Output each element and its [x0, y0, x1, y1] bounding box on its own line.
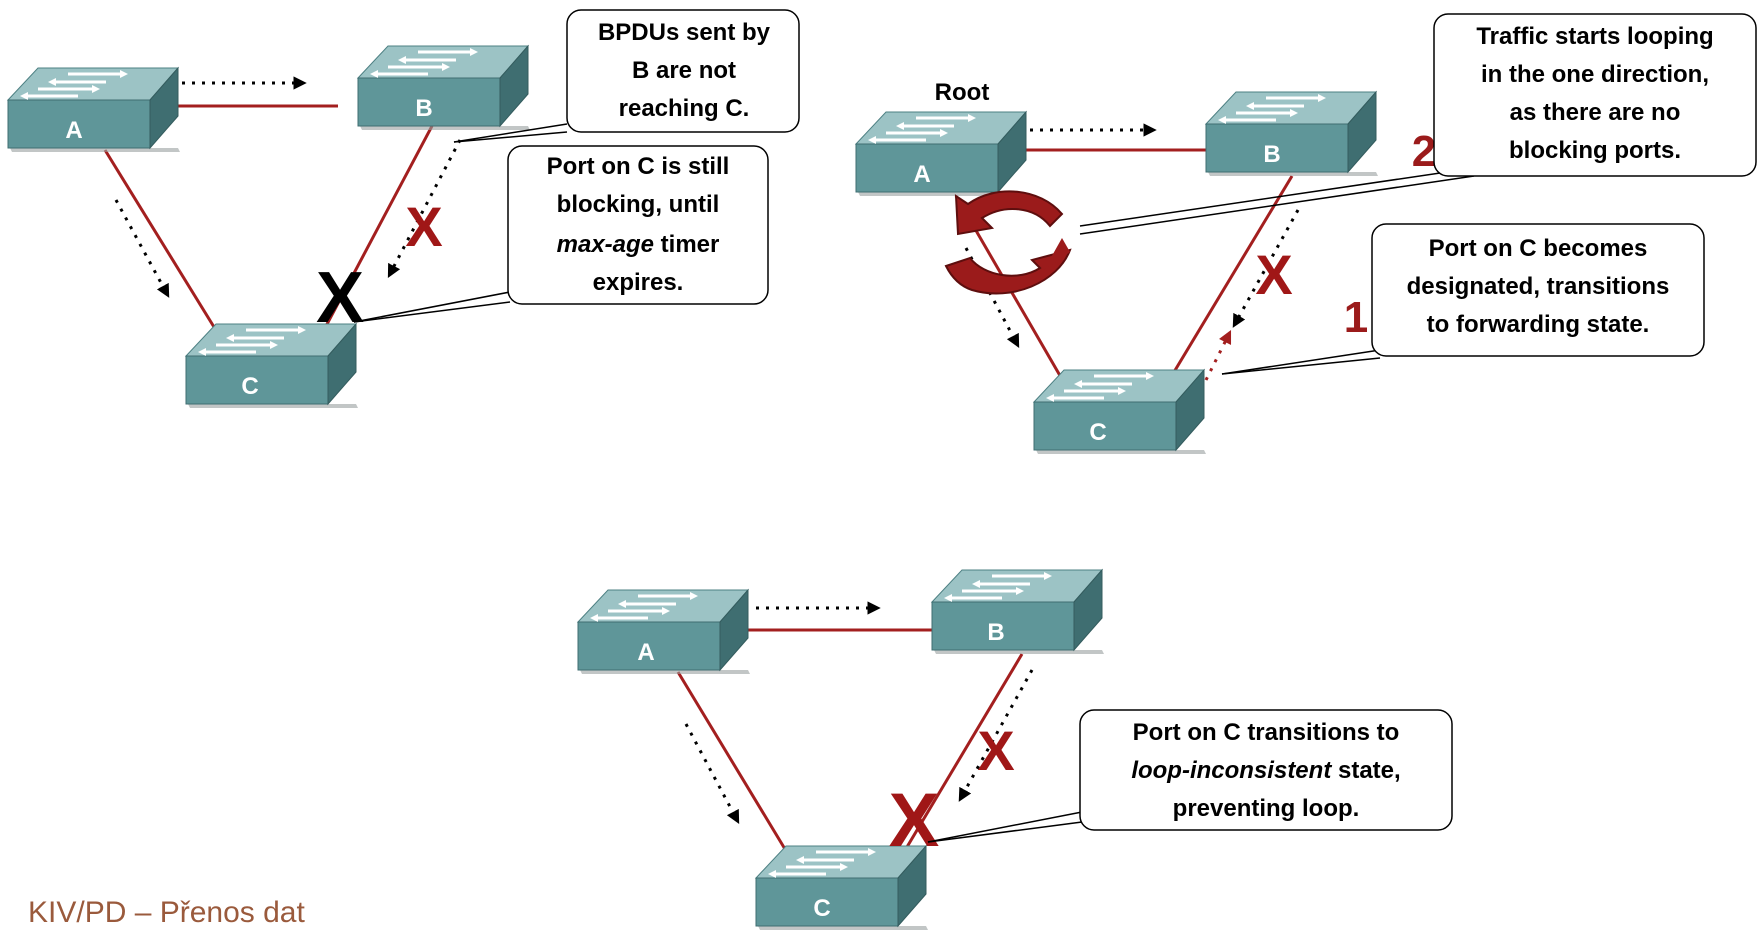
link-b-c [324, 125, 434, 327]
callout-line: blocking, until [557, 191, 720, 218]
callout-pointer [453, 131, 568, 143]
bpdu-arrow-b-c [1232, 209, 1300, 328]
callout-line: expires. [593, 269, 684, 296]
callout-box-looping [1433, 13, 1757, 177]
switch-b [930, 568, 1106, 656]
callout-pointer [353, 291, 511, 323]
switch-c-label: C [1089, 419, 1106, 446]
x-mark-red: X [977, 719, 1014, 782]
x-mark-red-loop-inconsistent: X [889, 778, 940, 863]
callout-pointer [353, 301, 511, 323]
switch-b [1204, 90, 1380, 178]
switch-a-label: A [65, 117, 82, 144]
callout-line: B are not [632, 57, 736, 84]
callout-pointer [1079, 175, 1475, 235]
x-mark-black-blocked: X [316, 258, 364, 338]
callout-pointer [1221, 349, 1381, 375]
step-number-1: 1 [1344, 293, 1368, 342]
switch-a-label: A [637, 639, 654, 666]
callout-line: loop-inconsistent state, [1131, 757, 1400, 784]
panel-1: A B C X X BPDUs sent by B are not reachi… [6, 9, 800, 410]
callout-line: BPDUs sent by [598, 19, 771, 46]
switch-c [1032, 368, 1208, 456]
panel-2: Root A B C X 2 1 Traffic starts looping … [854, 13, 1757, 456]
callout-pointer [453, 123, 568, 143]
step-number-2: 2 [1412, 127, 1436, 176]
switch-b-label: B [1263, 141, 1280, 168]
callout-pointer [927, 821, 1083, 843]
callout-box-loop-inconsistent [1079, 709, 1453, 831]
callout-line: to forwarding state. [1427, 311, 1650, 338]
callout-rest: timer [654, 231, 719, 258]
callout-pointer [1079, 167, 1475, 227]
callout-box-blocking [507, 145, 769, 305]
bpdu-arrow-a-c [114, 199, 170, 298]
callout-line: Port on C becomes [1429, 235, 1648, 262]
callout-line: max-age timer [557, 231, 720, 258]
x-mark-red-1: X [405, 195, 442, 258]
callout-line: Port on C transitions to [1133, 719, 1400, 746]
callout-box-bpdus [566, 9, 800, 133]
switch-c-label: C [813, 895, 830, 922]
callout-line: in the one direction, [1481, 61, 1709, 88]
loop-arrows-icon [944, 190, 1072, 295]
callout-line: Port on C is still [547, 153, 730, 180]
switch-a [6, 66, 182, 154]
callout-box-forwarding [1371, 223, 1705, 357]
callout-pointer [1221, 357, 1381, 375]
root-label: Root [935, 79, 990, 106]
callout-pointer [927, 811, 1083, 843]
link-a-c [103, 149, 224, 341]
link-a-c [676, 671, 796, 865]
switch-a-label: A [913, 161, 930, 188]
switch-b [356, 44, 532, 132]
switch-c-label: C [241, 373, 258, 400]
callout-line: designated, transitions [1407, 273, 1670, 300]
callout-italic: max-age [557, 231, 654, 258]
callout-line: as there are no [1510, 99, 1681, 126]
panel-3: A B C X X Port on C transitions to loop-… [576, 568, 1453, 930]
footer-course-label: KIV/PD – Přenos dat [28, 896, 305, 929]
link-b-c [902, 653, 1024, 853]
switch-b-label: B [415, 95, 432, 122]
bpdu-arrow-a-c [684, 723, 740, 824]
callout-line: preventing loop. [1173, 795, 1360, 822]
switch-a [854, 110, 1030, 198]
callout-rest: state, [1331, 757, 1400, 784]
switch-b-label: B [987, 619, 1004, 646]
bpdu-arrow-b-c [958, 669, 1034, 802]
callout-line: reaching C. [619, 95, 750, 122]
x-mark-red: X [1255, 243, 1292, 306]
callout-line: blocking ports. [1509, 137, 1681, 164]
callout-italic: loop-inconsistent [1131, 757, 1332, 784]
switch-a [576, 588, 752, 676]
callout-line: Traffic starts looping [1476, 23, 1713, 50]
link-b-c [1172, 175, 1294, 373]
forwarding-arrow-c [1204, 329, 1232, 381]
